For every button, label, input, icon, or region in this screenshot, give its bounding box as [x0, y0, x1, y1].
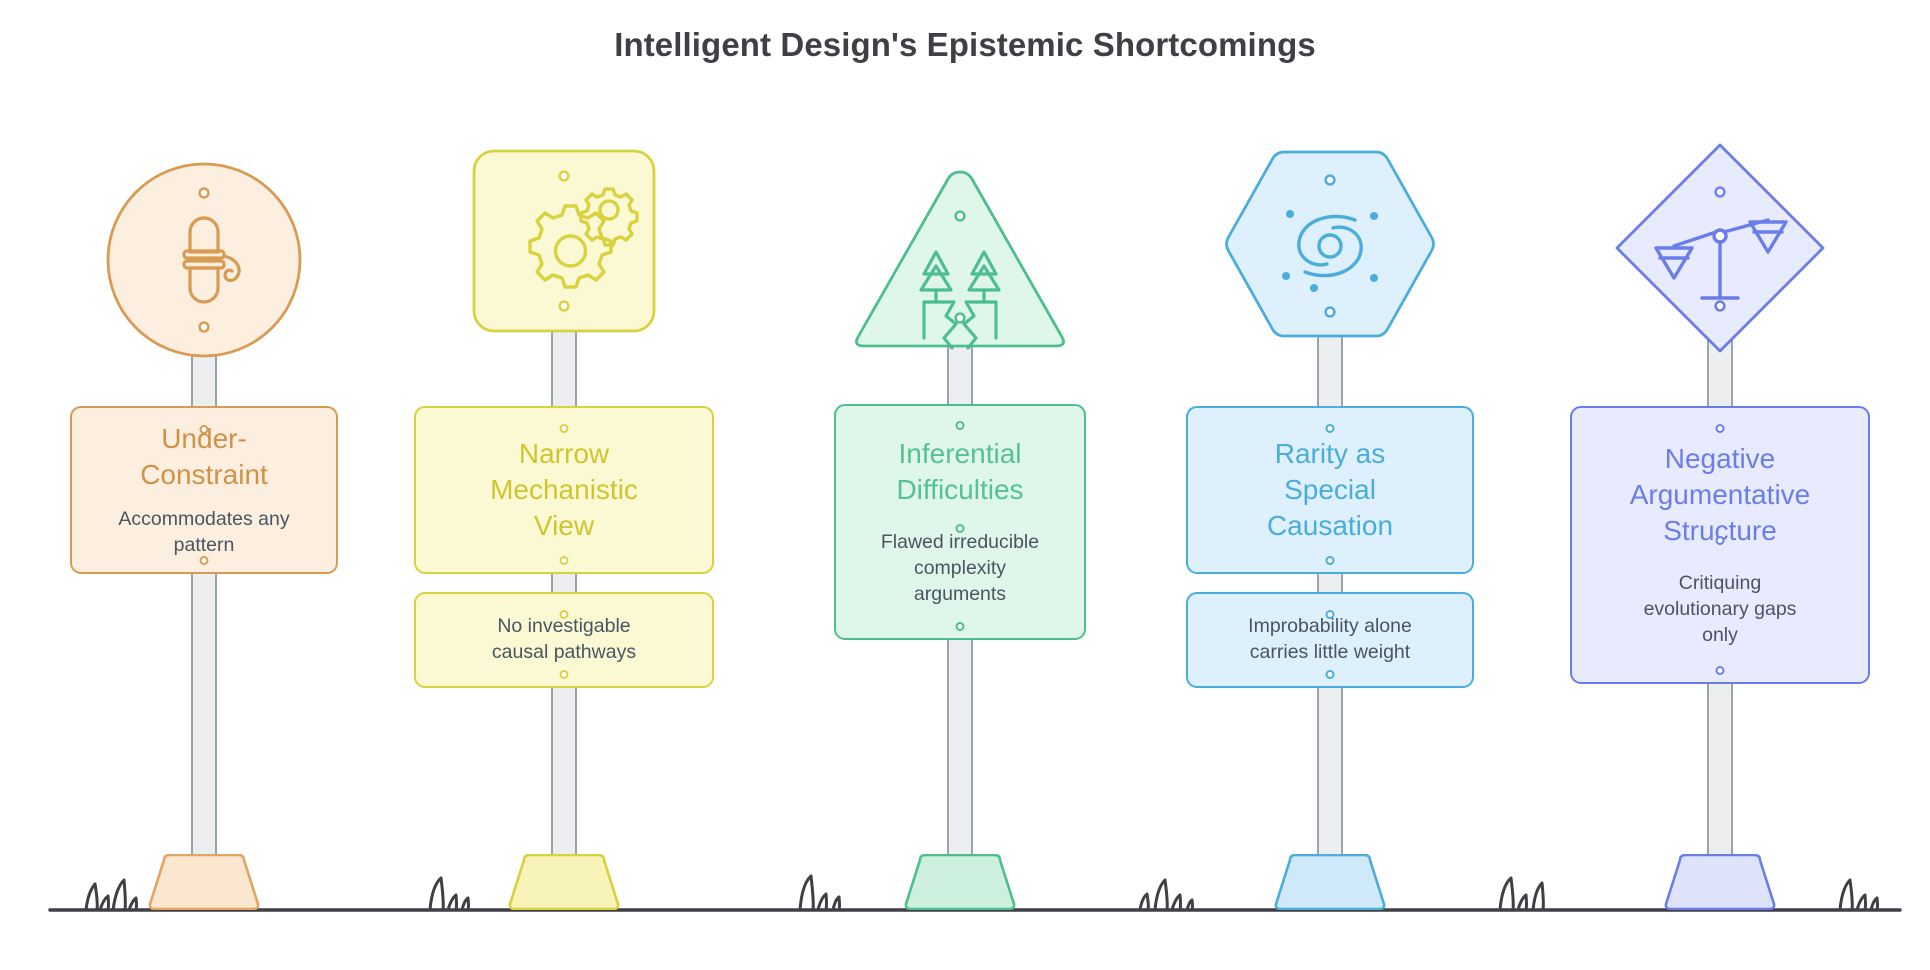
galaxy-spiral-icon	[1297, 214, 1363, 278]
sign-subtitle-line: Flawed irreducible	[880, 530, 1040, 553]
post-base	[144, 854, 264, 910]
sign-subtitle: Flawed irreducible complexity arguments	[881, 530, 1039, 608]
sign-title: Rarity as Special Causation	[1267, 436, 1393, 543]
symbol-plate-diamond[interactable]	[1612, 140, 1828, 356]
signpost-negative-argumentative-structure[interactable]: Negative Argumentative Structure Critiqu…	[1560, 0, 1880, 970]
page-title: Intelligent Design's Epistemic Shortcomi…	[614, 26, 1316, 63]
sign-title: Narrow Mechanistic View	[490, 436, 638, 543]
sign-panel-main[interactable]: Inferential Difficulties Flawed irreduci…	[834, 404, 1086, 640]
sign-panel-secondary[interactable]: Improbability alone carries little weigh…	[1186, 592, 1474, 688]
bolt-icon	[1325, 670, 1335, 679]
sign-subtitle-line: evolutionary gaps	[1643, 597, 1797, 620]
sign-subtitle-line: causal pathways	[491, 641, 637, 663]
sign-subtitle-line: complexity	[913, 556, 1007, 579]
sign-subtitle: Improbability alone carries little weigh…	[1248, 614, 1412, 666]
grass-tuft	[84, 878, 138, 912]
galaxy-stars	[1282, 210, 1378, 292]
ground-line	[0, 850, 1930, 970]
bolt-icon	[559, 556, 569, 565]
sign-title-line: Negative	[1664, 443, 1776, 475]
symbol-plate-circle[interactable]	[104, 160, 304, 360]
grass-tuft	[1498, 876, 1545, 912]
bolt-icon	[1325, 610, 1335, 619]
sign-panel-main[interactable]: Rarity as Special Causation	[1186, 406, 1474, 574]
bolt-icon	[955, 421, 965, 430]
sign-title-line: Narrow	[518, 438, 610, 470]
bolt-icon	[1715, 666, 1725, 675]
post-base	[1660, 854, 1780, 910]
signpost-rarity-as-special-causation[interactable]: Rarity as Special Causation Improbabilit…	[1170, 0, 1490, 970]
sign-title-line: Inferential	[898, 438, 1022, 470]
bolt-icon	[559, 610, 569, 619]
symbol-plate-hexagon[interactable]	[1222, 148, 1438, 344]
signpost-narrow-mechanistic-view[interactable]: Narrow Mechanistic View No investigable …	[404, 0, 724, 970]
sign-subtitle-line: carries little weight	[1249, 641, 1411, 663]
grass-tuft	[1138, 878, 1194, 912]
sign-title-line: Difficulties	[896, 474, 1024, 506]
sign-subtitle: No investigable causal pathways	[492, 614, 636, 666]
bolt-icon	[559, 424, 569, 433]
grass-tuft	[1838, 878, 1879, 912]
signpost-pole	[191, 300, 217, 908]
post-base	[504, 854, 624, 910]
post-base	[1270, 854, 1390, 910]
signpost-inferential-difficulties[interactable]: Inferential Difficulties Flawed irreduci…	[800, 0, 1120, 970]
sign-panel-main[interactable]: Negative Argumentative Structure Critiqu…	[1570, 406, 1870, 684]
grass-tuft	[798, 874, 841, 912]
sign-subtitle-line: pattern	[173, 533, 235, 556]
bolt-icon	[199, 425, 209, 434]
sign-subtitle-line: only	[1702, 623, 1738, 646]
sign-subtitle-line: arguments	[913, 582, 1007, 605]
sign-title-line: View	[533, 509, 595, 541]
symbol-plate-square[interactable]	[471, 148, 657, 334]
rope-knot-icon	[182, 216, 241, 304]
bolt-icon	[955, 622, 965, 631]
bolt-icon	[1325, 556, 1335, 565]
sign-title-line: Mechanistic	[490, 474, 638, 506]
sign-title-line: Constraint	[140, 459, 268, 491]
bolt-icon	[199, 556, 209, 565]
symbol-plate-triangle[interactable]	[850, 166, 1070, 362]
sign-subtitle-line: Critiquing	[1678, 571, 1762, 594]
sign-title: Negative Argumentative Structure	[1630, 441, 1811, 548]
sign-panel-main[interactable]: Under- Constraint Accommodates any patte…	[70, 406, 338, 574]
bolt-icon	[1715, 424, 1725, 433]
sign-subtitle: Critiquing evolutionary gaps only	[1644, 571, 1797, 649]
bolt-icon	[559, 670, 569, 679]
sign-subtitle-line: Improbability alone	[1248, 615, 1412, 638]
gears-icon	[528, 187, 639, 289]
bolt-icon	[1715, 536, 1725, 545]
sign-subtitle-line: Accommodates any	[118, 507, 290, 530]
bolt-icon	[955, 524, 965, 533]
sign-panel-main[interactable]: Narrow Mechanistic View	[414, 406, 714, 574]
broken-trees-crack-icon	[919, 250, 1001, 350]
sign-title-line: Special	[1284, 474, 1376, 506]
sign-subtitle: Accommodates any pattern	[118, 507, 289, 559]
sign-title: Under- Constraint	[140, 421, 268, 493]
signpost-under-constraint[interactable]: Under- Constraint Accommodates any patte…	[44, 0, 364, 970]
sign-title: Inferential Difficulties	[896, 436, 1023, 508]
sign-title-line: Rarity as	[1274, 438, 1386, 470]
grass-tuft	[428, 876, 470, 912]
sign-subtitle-line: No investigable	[497, 615, 631, 638]
bolt-icon	[1325, 424, 1335, 433]
post-base	[900, 854, 1020, 910]
scales-balance-icon	[1654, 218, 1788, 300]
sign-title-line: Argumentative	[1629, 479, 1811, 511]
sign-title-line: Causation	[1266, 509, 1394, 541]
